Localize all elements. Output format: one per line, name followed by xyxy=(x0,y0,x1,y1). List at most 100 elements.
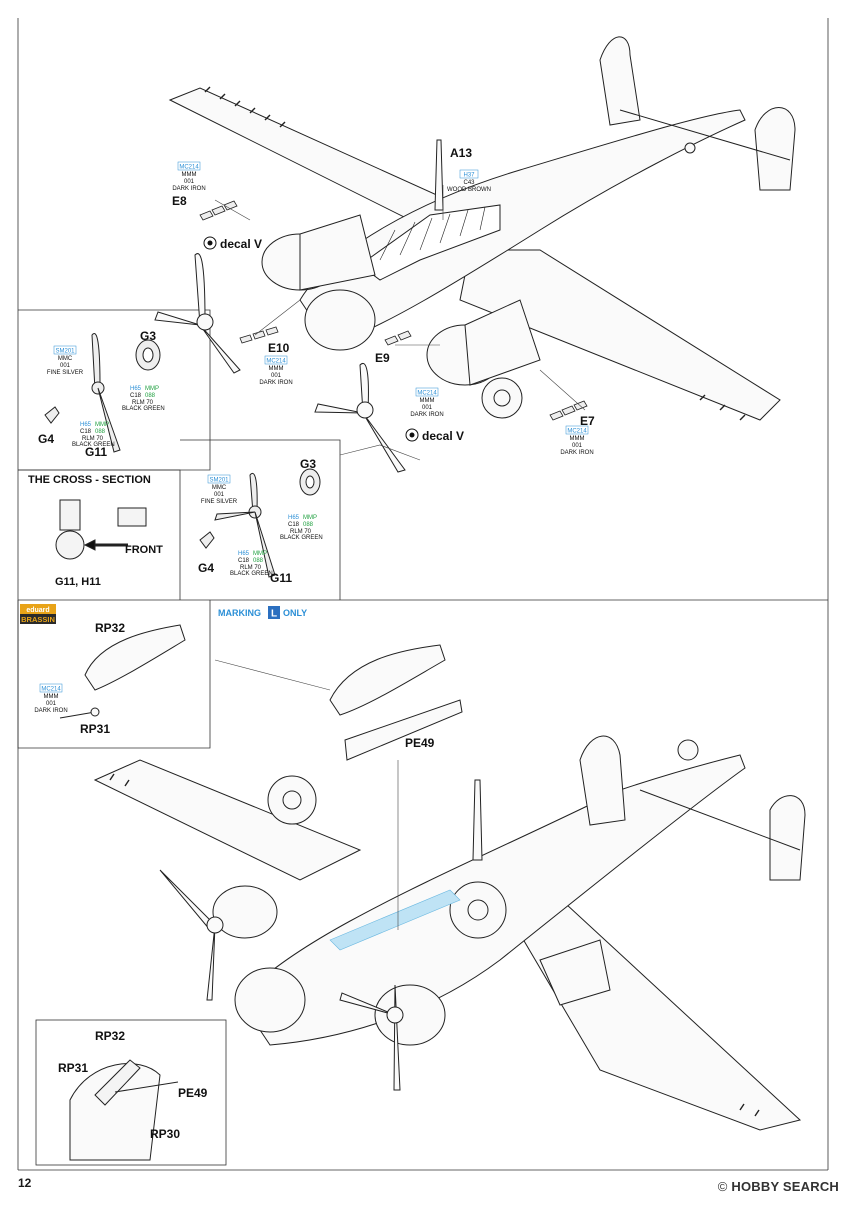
upper-propellers xyxy=(154,253,406,473)
paint-number: 001 xyxy=(422,405,433,411)
paint-callout-g-green-1a: H65 MMP C18 088 RLM 70 BLACK GREEN xyxy=(122,386,165,412)
paint-callout-g-silver-2: SM201 MMC 001 FINE SILVER xyxy=(201,474,238,505)
paint-brand: MMM xyxy=(182,172,197,178)
paint-callout-rp31: MC214 MMM 001 DARK IRON xyxy=(34,683,68,714)
paint-number: 001 xyxy=(46,701,57,707)
paint-code: H37 xyxy=(463,173,475,179)
paint-code: MC214 xyxy=(567,429,587,435)
part-label-g4: G4 xyxy=(38,432,54,446)
paint-number: 001 xyxy=(271,373,282,379)
paint-name: FINE SILVER xyxy=(201,499,238,505)
spinner-details xyxy=(44,333,321,578)
paint-callout-g-green-1b: H65 MMP C18 088 RLM 70 BLACK GREEN xyxy=(72,422,115,448)
cross-section-front: FRONT xyxy=(125,544,163,556)
upper-aircraft xyxy=(168,36,796,421)
marking-letter: L xyxy=(271,609,277,620)
paint-callout-e9: MC214 MMM 001 DARK IRON xyxy=(410,387,444,418)
paint-callout-g-green-2b: H65 MMP C18 088 RLM 70 BLACK GREEN xyxy=(230,551,273,577)
inset-label-rp31: RP31 xyxy=(58,1061,88,1075)
marking-badge: MARKING L ONLY xyxy=(218,606,307,620)
paint-number: 088 xyxy=(303,522,314,528)
brassin-line2: BRASSIN xyxy=(21,615,55,624)
brassin-line1: eduard xyxy=(26,607,49,614)
paint-name: BLACK GREEN xyxy=(72,442,115,448)
paint-code: SM201 xyxy=(209,478,229,484)
lower-aircraft xyxy=(93,644,806,1131)
part-label-e7: E7 xyxy=(580,414,595,428)
decal-marker-top: decal V xyxy=(203,236,262,251)
paint-brand: MMP xyxy=(253,551,267,557)
watermark-brand: HOBBY SEARCH xyxy=(731,1179,839,1194)
paint-code: MC214 xyxy=(417,391,437,397)
lower-wing-marks xyxy=(109,773,760,1117)
paint-callout-e7: MC214 MMM 001 DARK IRON xyxy=(560,425,594,456)
part-label-e10: E10 xyxy=(268,341,290,355)
paint-code: MC214 xyxy=(179,165,199,171)
paint-number: 088 xyxy=(253,558,264,564)
paint-code: MC214 xyxy=(266,359,286,365)
paint-number: 001 xyxy=(214,492,225,498)
part-label-rp32: RP32 xyxy=(95,621,125,635)
inset-label-rp30: RP30 xyxy=(150,1127,180,1141)
paint-name: DARK IRON xyxy=(259,380,292,386)
leader-lines xyxy=(214,185,586,930)
droptank-detail xyxy=(59,624,186,719)
paint-number: 001 xyxy=(60,363,71,369)
paint-number: C18 xyxy=(130,393,142,399)
part-label-g3b: G3 xyxy=(300,457,316,471)
exhaust-parts xyxy=(199,200,588,421)
paint-name: FINE SILVER xyxy=(47,370,84,376)
paint-callout-e8: MC214 MMM 001 DARK IRON xyxy=(172,161,206,192)
paint-code: H65 xyxy=(80,422,92,428)
paint-name: BLACK GREEN xyxy=(122,406,165,412)
part-label-a13: A13 xyxy=(450,146,472,160)
decal-marker-mid: decal V xyxy=(405,428,464,443)
part-label-g11: G11 xyxy=(85,445,107,459)
page-number: 12 xyxy=(18,1176,32,1190)
paint-brand: MMC xyxy=(212,485,227,491)
part-label-rp31: RP31 xyxy=(80,722,110,736)
paint-brand: MMM xyxy=(44,694,59,700)
cross-section-drawing xyxy=(55,499,147,560)
lower-propellers xyxy=(159,869,404,1091)
watermark-symbol: © xyxy=(717,1179,728,1194)
part-label-pe49: PE49 xyxy=(405,736,435,750)
paint-number: C18 xyxy=(238,558,250,564)
paint-name: DARK IRON xyxy=(172,186,205,192)
paint-callout-g-silver-1: SM201 MMC 001 FINE SILVER xyxy=(47,345,84,376)
inset-label-pe49: PE49 xyxy=(178,1086,208,1100)
paint-code: SM201 xyxy=(55,349,75,355)
paint-rlm: RLM 70 xyxy=(240,565,262,571)
paint-brand: MMC xyxy=(58,356,73,362)
cross-section-parts: G11, H11 xyxy=(55,576,101,588)
paint-callout-g-green-2a: H65 MMP C18 088 RLM 70 BLACK GREEN xyxy=(280,515,323,541)
lower-highlight xyxy=(329,889,461,951)
decal-label: decal V xyxy=(220,237,262,251)
paint-number: C18 xyxy=(80,429,92,435)
paint-name: DARK IRON xyxy=(410,412,443,418)
paint-name: BLACK GREEN xyxy=(280,535,323,541)
paint-name: DARK IRON xyxy=(560,450,593,456)
paint-name: WOOD BROWN xyxy=(447,187,491,193)
marking-suffix: ONLY xyxy=(283,608,307,618)
paint-brand: MMM xyxy=(269,366,284,372)
paint-brand: MMP xyxy=(95,422,109,428)
inset-label-rp32: RP32 xyxy=(95,1029,125,1043)
paint-rlm: RLM 70 xyxy=(132,400,154,406)
paint-number: 001 xyxy=(184,179,195,185)
cross-section-title: THE CROSS - SECTION xyxy=(28,474,151,486)
paint-brand: MMP xyxy=(145,386,159,392)
part-label-g11b: G11 xyxy=(270,571,292,585)
marking-prefix: MARKING xyxy=(218,608,261,618)
paint-brand: MMM xyxy=(420,398,435,404)
paint-callout-e10: MC214 MMM 001 DARK IRON xyxy=(259,355,293,386)
paint-code: MC214 xyxy=(41,687,61,693)
paint-code: H65 xyxy=(238,551,250,557)
paint-code: H65 xyxy=(288,515,300,521)
upper-wing-marks xyxy=(204,86,746,421)
paint-number: 088 xyxy=(145,393,156,399)
brassin-badge: eduard BRASSIN xyxy=(20,604,56,624)
inset-detail xyxy=(69,1059,179,1161)
